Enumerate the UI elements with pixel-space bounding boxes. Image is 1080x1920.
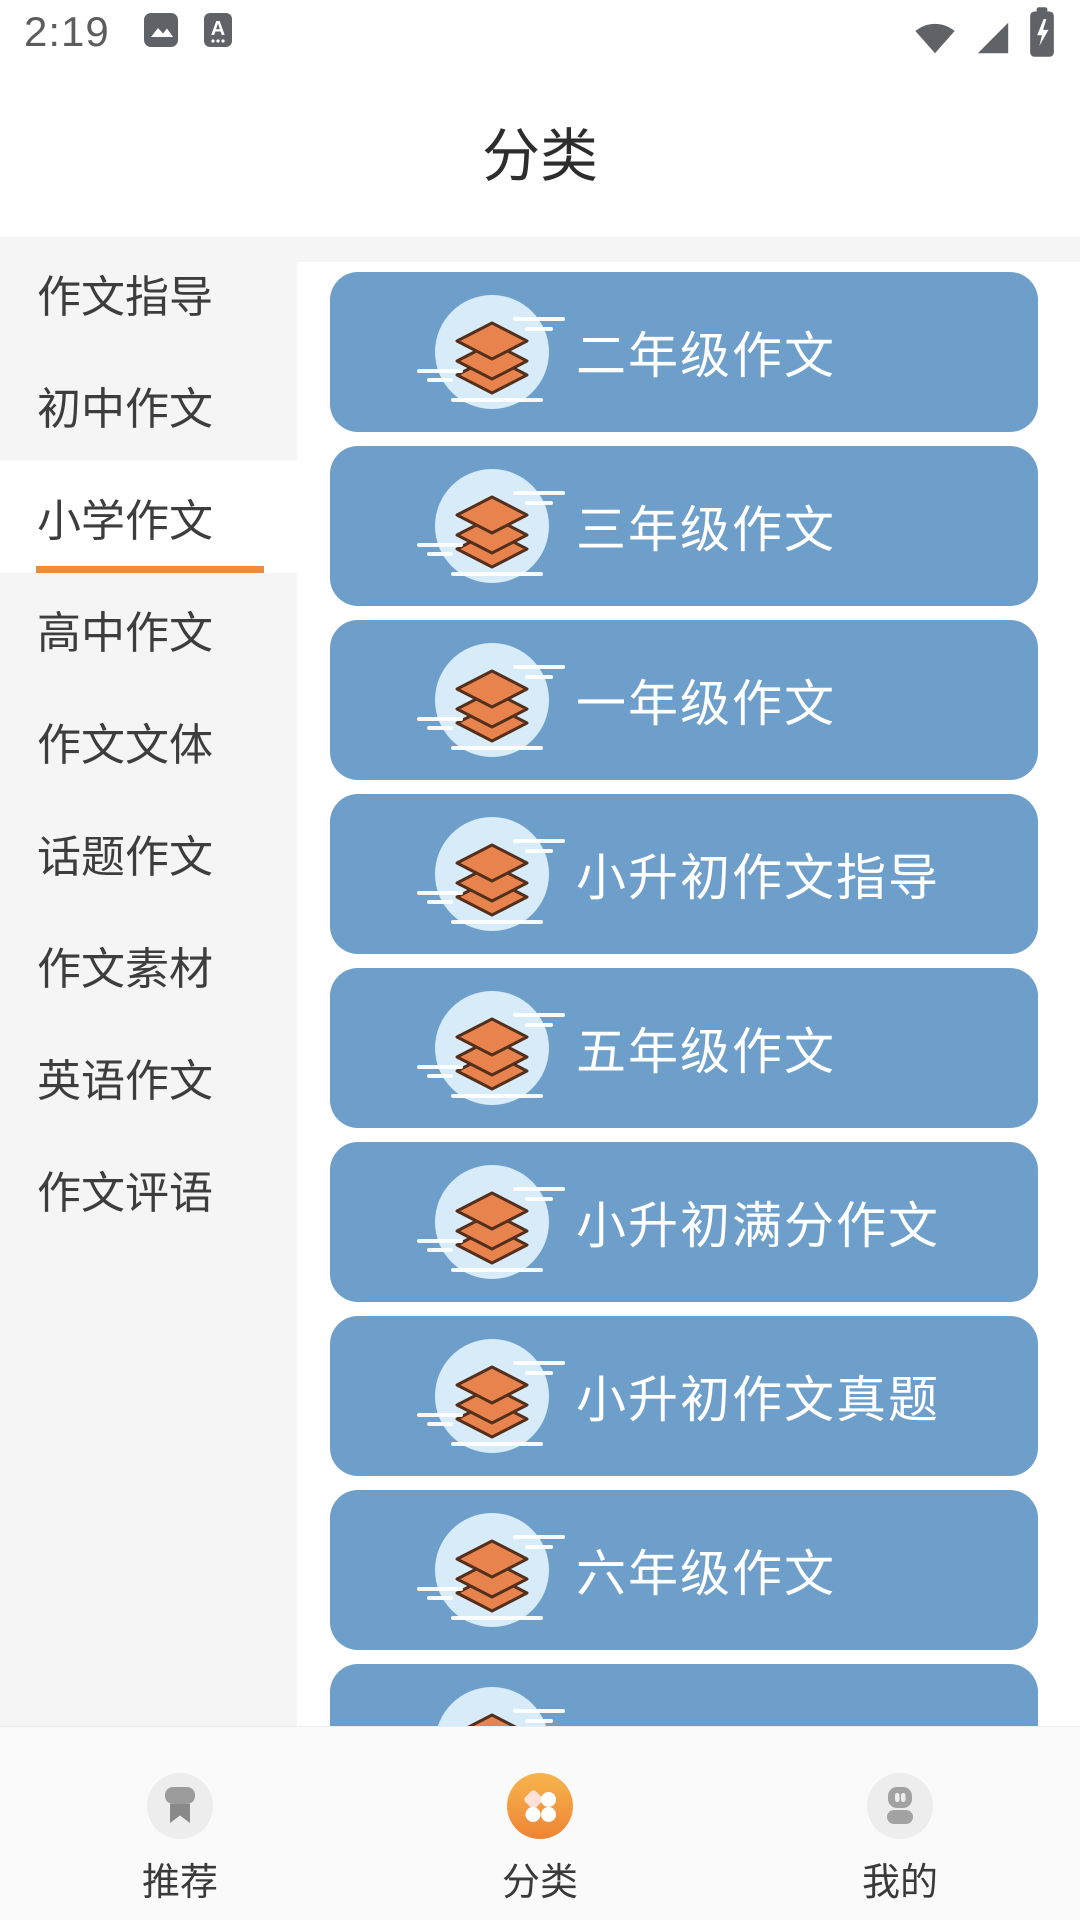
category-card-label: 小升初满分作文 (576, 1198, 940, 1254)
layers-icon (417, 817, 565, 931)
category-card-label: 二年级作文 (576, 328, 836, 384)
battery-charging-icon (1028, 7, 1056, 57)
sidebar-item-label: 小学作文 (37, 497, 213, 546)
category-card[interactable]: 六年级作文 (330, 1490, 1038, 1650)
category-card-label: 一年级作文 (576, 676, 836, 732)
category-sidebar: 作文指导 初中作文 小学作文 高中作文 作文文体 话题作文 作文素材 英语作文 … (0, 237, 297, 1726)
nav-label: 分类 (501, 1862, 578, 1904)
nav-item-profile[interactable]: 我的 (720, 1773, 1080, 1920)
bookmark-icon (147, 1773, 213, 1839)
page-header: 分类 (0, 64, 1080, 237)
category-card-label: 小升初作文真题 (576, 1372, 940, 1428)
sidebar-item-label: 高中作文 (37, 609, 213, 658)
category-card[interactable]: 小升初作文真题 (330, 1316, 1038, 1476)
sidebar-item-label: 作文评语 (37, 1169, 213, 1218)
category-card[interactable]: 一年级作文 (330, 620, 1038, 780)
sidebar-item-xiaoxue-zuowen[interactable]: 小学作文 (0, 461, 297, 573)
wifi-icon (912, 19, 958, 57)
sidebar-item-label: 作文指导 (37, 273, 213, 322)
category-card-label: 五年级作文 (576, 1024, 836, 1080)
category-card[interactable]: 二年级作文 (330, 272, 1038, 432)
sidebar-item-label: 作文素材 (37, 945, 213, 994)
sidebar-item-zuowen-wenti[interactable]: 作文文体 (0, 685, 297, 797)
category-card-label: 六年级作文 (576, 1546, 836, 1602)
notification-icons: A (143, 12, 232, 52)
layers-icon (435, 1687, 565, 1726)
layers-icon (417, 991, 565, 1105)
layers-icon (417, 1339, 565, 1453)
nav-item-recommend[interactable]: 推荐 (0, 1773, 360, 1920)
sidebar-item-zuowen-sucai[interactable]: 作文素材 (0, 909, 297, 1021)
category-card-label: 小升初作文指导 (576, 850, 940, 906)
profile-icon (867, 1773, 933, 1839)
layers-icon (417, 469, 565, 583)
sidebar-item-zuowen-zhidao[interactable]: 作文指导 (0, 237, 297, 349)
signal-icon (974, 19, 1012, 57)
clock: 2:19 (24, 8, 110, 55)
status-bar: 2:19 A (0, 0, 1080, 64)
subcategory-list: 二年级作文 三年级作文 一年级作文 小升初作文指导 (297, 237, 1080, 1726)
image-notification-icon (143, 12, 178, 52)
category-card[interactable]: 小升初满分作文 (330, 1142, 1038, 1302)
category-card-label: 三年级作文 (576, 502, 836, 558)
sidebar-item-label: 英语作文 (37, 1057, 213, 1106)
sidebar-item-label: 初中作文 (37, 385, 213, 434)
list-top-strip (297, 237, 1080, 262)
layers-icon (417, 295, 565, 409)
sidebar-item-huati-zuowen[interactable]: 话题作文 (0, 797, 297, 909)
category-content: 作文指导 初中作文 小学作文 高中作文 作文文体 话题作文 作文素材 英语作文 … (0, 237, 1080, 1726)
sidebar-item-label: 话题作文 (37, 833, 213, 882)
category-card[interactable]: 五年级作文 (330, 968, 1038, 1128)
sidebar-item-gaozhong-zuowen[interactable]: 高中作文 (0, 573, 297, 685)
category-card[interactable]: 小升初作文指导 (330, 794, 1038, 954)
sidebar-item-chuzhong-zuowen[interactable]: 初中作文 (0, 349, 297, 461)
category-grid-icon (507, 1773, 573, 1839)
sidebar-item-label: 作文文体 (37, 721, 213, 770)
layers-icon (417, 643, 565, 757)
nav-label: 我的 (861, 1862, 938, 1904)
bottom-nav: 推荐 分类 我的 (0, 1726, 1080, 1920)
layers-icon (417, 1513, 565, 1627)
nav-label: 推荐 (141, 1862, 218, 1904)
nav-item-category[interactable]: 分类 (360, 1773, 720, 1920)
svg-text:A: A (211, 18, 225, 40)
status-right-icons (912, 7, 1056, 57)
sidebar-item-zuowen-pingyu[interactable]: 作文评语 (0, 1133, 297, 1245)
category-card[interactable]: 三年级作文 (330, 446, 1038, 606)
layers-icon (417, 1165, 565, 1279)
autofill-notification-icon: A (203, 12, 232, 52)
page-title: 分类 (481, 123, 598, 189)
category-card[interactable] (330, 1664, 1038, 1726)
sidebar-item-yingyu-zuowen[interactable]: 英语作文 (0, 1021, 297, 1133)
